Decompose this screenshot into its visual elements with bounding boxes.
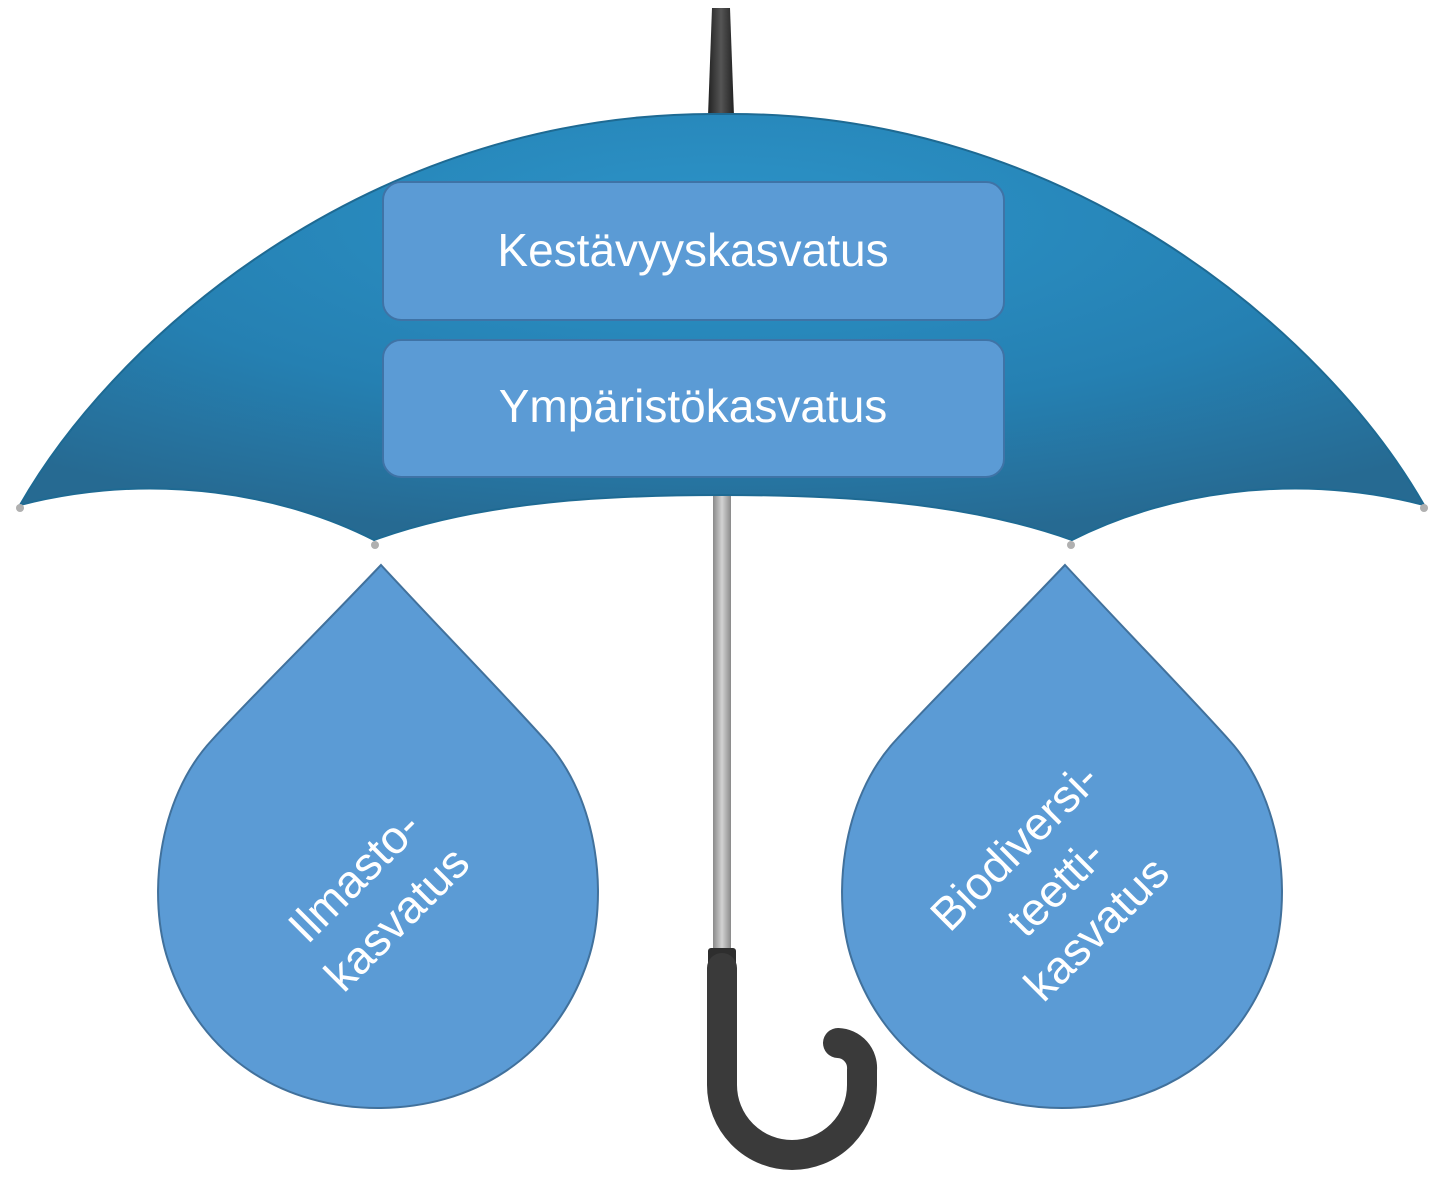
umbrella-handle: [707, 953, 878, 1170]
umbrella-tip: [708, 8, 734, 116]
left-drop: Ilmasto- kasvatus: [157, 563, 599, 1110]
rib-tip-left-outer: [16, 504, 24, 512]
top-box-label: Kestävyyskasvatus: [497, 224, 888, 276]
rib-tip-right-inner: [1067, 541, 1075, 549]
top-box: Kestävyyskasvatus: [382, 181, 1005, 321]
umbrella-canopy: [17, 112, 1427, 542]
rib-tip-right-outer: [1420, 504, 1428, 512]
umbrella-shaft: [713, 470, 731, 950]
rib-tip-left-inner: [371, 541, 379, 549]
bottom-box: Ympäristökasvatus: [382, 339, 1005, 478]
bottom-box-label: Ympäristökasvatus: [499, 380, 888, 432]
right-drop: Biodiversi- teetti- kasvatus: [841, 563, 1283, 1110]
